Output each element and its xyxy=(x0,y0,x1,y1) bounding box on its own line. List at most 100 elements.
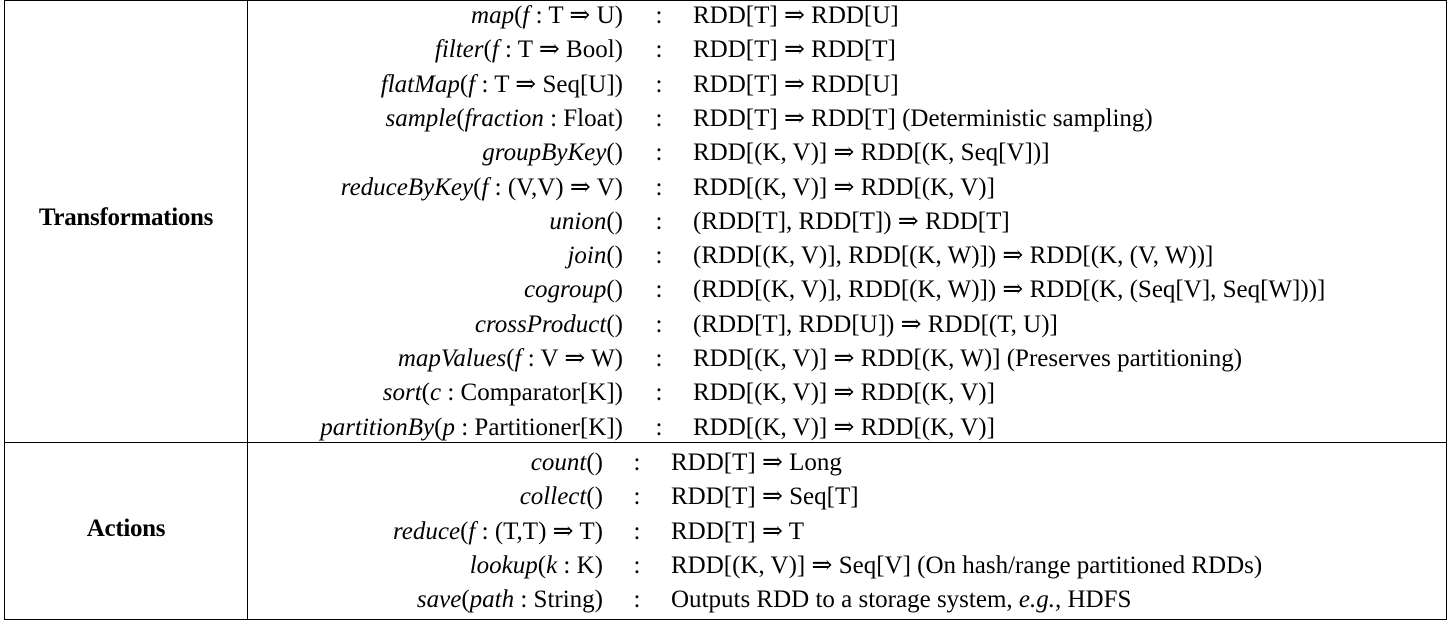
type-signature: RDD[(K, V)] ⇒ RDD[(K, W)] (Preserves par… xyxy=(693,345,1243,372)
operation-name: mapValues(f : V ⇒ W) xyxy=(398,342,623,376)
type-colon: : xyxy=(633,517,641,545)
operation-name: sample(fraction : Float) xyxy=(386,102,624,136)
type-colon: : xyxy=(655,413,663,441)
type-signature: (RDD[T], RDD[U]) ⇒ RDD[(T, U)] xyxy=(693,310,1058,338)
operation-args: (path : String) xyxy=(461,586,603,614)
operation-name: crossProduct() xyxy=(475,308,623,342)
operation-name: groupByKey() xyxy=(482,136,623,170)
operation-row: flatMap(f : T ⇒ Seq[U]): RDD[T] ⇒ RDD[U] xyxy=(5,68,1448,102)
operation-function: save xyxy=(416,586,462,614)
operation-function: collect xyxy=(519,483,587,511)
operation-function: sort xyxy=(382,379,422,407)
operation-row: map(f : T ⇒ U): RDD[T] ⇒ RDD[U] xyxy=(5,0,1448,33)
operation-row: collect(): RDD[T] ⇒ Seq[T] xyxy=(5,480,1448,514)
column-divider xyxy=(247,1,248,619)
operation-row: groupByKey(): RDD[(K, V)] ⇒ RDD[(K, Seq[V… xyxy=(5,136,1448,170)
transformations-section: Transformations map(f : T ⇒ U): RDD[T] ⇒ … xyxy=(5,1,1448,442)
type-colon: : xyxy=(655,104,663,132)
operation-row: reduce(f : (T,T) ⇒ T): RDD[T] ⇒ T xyxy=(5,515,1448,549)
operation-function: reduceByKey xyxy=(340,173,474,201)
type-signature: RDD[(K, V)] ⇒ RDD[(K, Seq[V])] xyxy=(693,139,1050,167)
operation-args: () xyxy=(606,242,623,270)
operation-name: flatMap(f : T ⇒ Seq[U]) xyxy=(381,68,623,102)
operation-args: (p : Partitioner[K]) xyxy=(434,413,623,441)
operation-function: flatMap xyxy=(380,70,460,98)
operation-row: join(): (RDD[(K, V)], RDD[(K, W)]) ⇒ RDD[… xyxy=(5,239,1448,273)
operation-name: cogroup() xyxy=(524,273,623,307)
operation-args: () xyxy=(606,139,623,167)
operation-row: sample(fraction : Float): RDD[T] ⇒ RDD[T]… xyxy=(5,102,1448,136)
type-signature: RDD[T] ⇒ Long xyxy=(671,449,842,476)
operation-row: mapValues(f : V ⇒ W): RDD[(K, V)] ⇒ RDD[(… xyxy=(5,342,1448,376)
type-signature: RDD[(K, V)] ⇒ RDD[(K, V)] xyxy=(693,173,995,201)
type-colon: : xyxy=(633,449,641,476)
type-colon: : xyxy=(633,483,641,511)
type-signature: (RDD[T], RDD[T]) ⇒ RDD[T] xyxy=(693,207,1010,235)
operation-function: cogroup xyxy=(523,276,607,304)
operation-function: reduce xyxy=(393,517,461,545)
operation-function: count xyxy=(530,449,587,476)
type-signature: RDD[T] ⇒ RDD[T] (Deterministic sampling) xyxy=(693,104,1153,132)
operation-args: (k : K) xyxy=(537,551,603,579)
section-divider xyxy=(5,442,1446,443)
operation-function: groupByKey xyxy=(482,139,607,167)
operation-function: filter xyxy=(434,36,484,64)
operation-row: reduceByKey(f : (V,V) ⇒ V):RDD[(K, V)] ⇒… xyxy=(5,171,1448,205)
operation-args: () xyxy=(606,276,623,304)
type-colon: : xyxy=(655,379,663,407)
type-signature: (RDD[(K, V)], RDD[(K, W)]) ⇒ RDD[(K, (V,… xyxy=(693,242,1214,270)
type-colon: : xyxy=(655,139,663,167)
operation-name: reduceByKey(f : (V,V) ⇒ V) xyxy=(341,171,623,205)
operation-row: count(): RDD[T] ⇒ Long xyxy=(5,446,1448,480)
operation-row: sort(c : Comparator[K]): RDD[(K, V)] ⇒ RD… xyxy=(5,376,1448,410)
operation-row: crossProduct(): (RDD[T], RDD[U]) ⇒ RDD[(T… xyxy=(5,308,1448,342)
type-signature: RDD[(K, V)] ⇒ RDD[(K, V)] xyxy=(693,379,995,407)
operation-name: lookup(k : K) xyxy=(470,549,603,583)
operation-name: save(path : String) xyxy=(417,583,603,617)
type-colon: : xyxy=(655,36,663,64)
type-signature: RDD[T] ⇒ RDD[T] xyxy=(693,36,896,64)
operation-args: () xyxy=(586,449,603,476)
operation-args: (fraction : Float) xyxy=(456,104,623,132)
type-signature: (RDD[(K, V)], RDD[(K, W)]) ⇒ RDD[(K, (Se… xyxy=(693,276,1326,304)
operation-row: filter(f : T ⇒ Bool): RDD[T] ⇒ RDD[T] xyxy=(5,33,1448,67)
type-signature: Outputs RDD to a storage system, e.g., H… xyxy=(671,586,1132,614)
operation-name: filter(f : T ⇒ Bool) xyxy=(435,33,623,67)
operation-args: (c : Comparator[K]) xyxy=(421,379,623,407)
type-signature: RDD[T] ⇒ RDD[U] xyxy=(693,2,899,29)
operation-function: join xyxy=(567,242,607,270)
type-colon: : xyxy=(655,2,663,29)
operation-args: (f : T ⇒ U) xyxy=(514,2,623,29)
type-colon: : xyxy=(633,586,641,614)
operation-function: lookup xyxy=(469,551,538,579)
operation-args: () xyxy=(606,310,623,338)
type-colon: : xyxy=(655,345,663,372)
actions-label: Actions xyxy=(86,515,166,542)
type-colon: : xyxy=(655,310,663,338)
operation-args: (f : T ⇒ Bool) xyxy=(483,36,624,64)
operation-name: collect() xyxy=(520,480,603,514)
operation-row: lookup(k : K):RDD[(K, V)] ⇒ Seq[V] (On h… xyxy=(5,549,1448,583)
operation-args: (f : (T,T) ⇒ T) xyxy=(460,517,603,545)
operation-row: save(path : String): Outputs RDD to a sto… xyxy=(5,583,1448,617)
operation-row: cogroup():(RDD[(K, V)], RDD[(K, W)]) ⇒ R… xyxy=(5,273,1448,307)
type-signature: RDD[(K, V)] ⇒ Seq[V] (On hash/range part… xyxy=(671,551,1263,579)
operation-args: (f : (V,V) ⇒ V) xyxy=(473,173,623,201)
transformations-label: Transformations xyxy=(38,204,214,231)
operation-name: sort(c : Comparator[K]) xyxy=(383,376,623,410)
operation-function: mapValues xyxy=(397,345,507,372)
type-colon: : xyxy=(655,70,663,98)
type-signature: RDD[T] ⇒ Seq[T] xyxy=(671,483,859,511)
operation-row: partitionBy(p : Partitioner[K]):RDD[(K, … xyxy=(5,411,1448,445)
operation-function: map xyxy=(471,2,515,29)
type-colon: : xyxy=(655,207,663,235)
operation-function: partitionBy xyxy=(320,413,435,441)
operation-args: (f : V ⇒ W) xyxy=(506,345,623,372)
type-colon: : xyxy=(655,242,663,270)
type-signature: RDD[T] ⇒ RDD[U] xyxy=(693,70,899,98)
operation-function: sample xyxy=(385,104,457,132)
operations-table: Transformations map(f : T ⇒ U): RDD[T] ⇒ … xyxy=(4,0,1447,620)
type-signature: RDD[T] ⇒ T xyxy=(671,517,804,545)
actions-section: Actions count(): RDD[T] ⇒ Long collect(): R… xyxy=(5,442,1448,619)
operation-args: (f : T ⇒ Seq[U]) xyxy=(459,70,623,98)
